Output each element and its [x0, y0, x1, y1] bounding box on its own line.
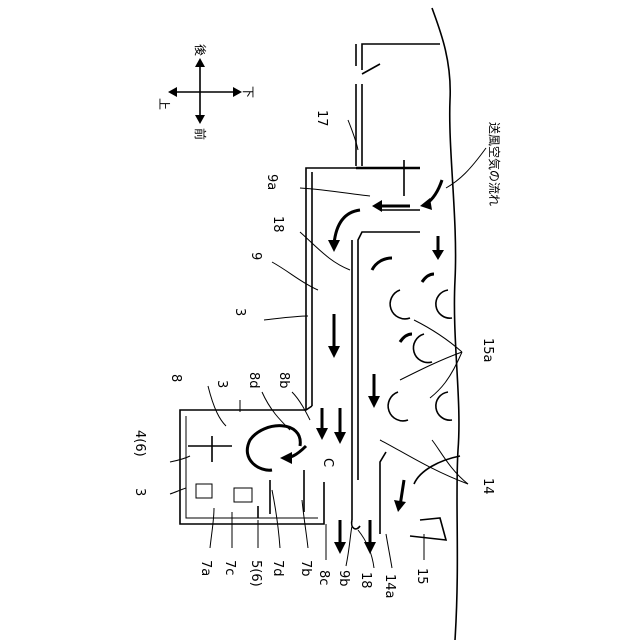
- label-4-6: 4(6): [132, 430, 147, 457]
- label-9: 9: [248, 252, 263, 260]
- label-8b: 8b: [276, 372, 291, 389]
- label-14: 14: [480, 478, 495, 495]
- label-7b: 7b: [298, 560, 313, 577]
- compass-front-label: 前: [193, 128, 208, 140]
- compass-up-label: 上: [157, 98, 171, 110]
- label-15: 15: [414, 568, 429, 585]
- label-7d: 7d: [270, 560, 285, 577]
- label-7c: 7c: [222, 560, 237, 575]
- airflow-arrows: [247, 180, 444, 554]
- compass-down-label: 下: [241, 86, 255, 98]
- label-3-left: 3: [132, 488, 147, 496]
- direction-compass: 上 下 後 前: [157, 44, 255, 140]
- label-5-6: 5(6): [248, 560, 263, 587]
- label-3-mid: 3: [214, 380, 229, 388]
- louver-14: [380, 452, 460, 540]
- label-C: C: [320, 458, 335, 467]
- label-8d: 8d: [246, 372, 261, 389]
- part-17-bracket: [356, 44, 440, 196]
- label-18-bot: 18: [358, 572, 373, 589]
- vanes-15a: [388, 290, 452, 421]
- label-8: 8: [168, 374, 183, 382]
- duct-9: [306, 168, 420, 529]
- flow-label: 送風空気の流れ: [487, 122, 502, 206]
- label-15a: 15a: [480, 338, 495, 363]
- label-8c: 8c: [316, 570, 331, 585]
- label-9a: 9a: [264, 174, 279, 190]
- label-3-top: 3: [232, 308, 247, 316]
- label-17: 17: [314, 110, 329, 127]
- label-18-top: 18: [270, 216, 285, 233]
- compass-back-label: 後: [193, 44, 207, 56]
- vehicle-outer-wall: [432, 8, 459, 640]
- label-9b: 9b: [336, 570, 351, 587]
- label-14a: 14a: [382, 574, 397, 599]
- label-7a: 7a: [198, 560, 213, 576]
